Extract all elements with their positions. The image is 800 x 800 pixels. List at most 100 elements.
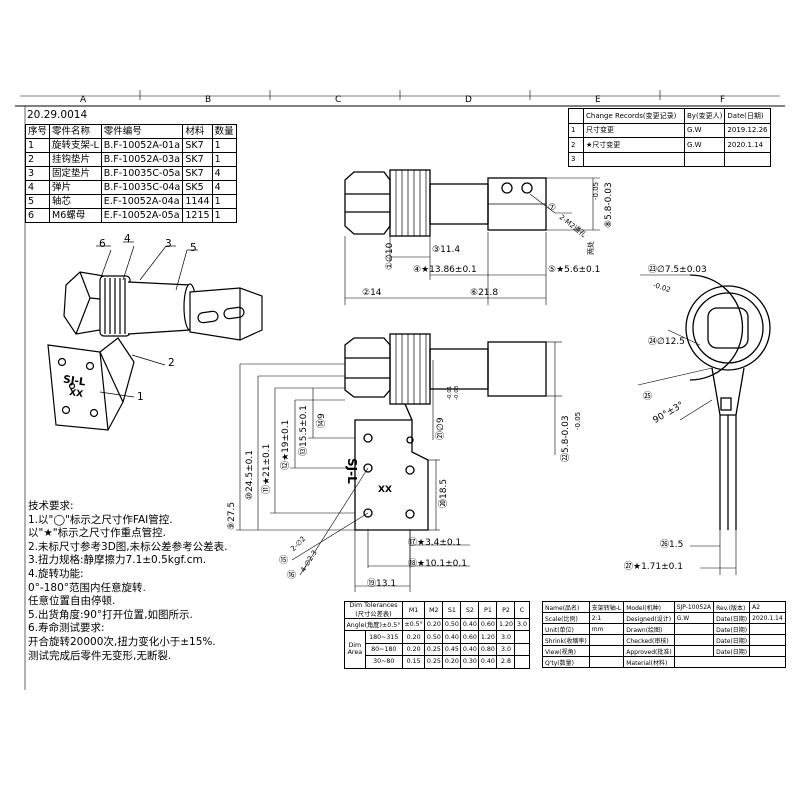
dim-12: ⑫★19±0.1: [281, 419, 291, 470]
callout-1: 1: [137, 391, 144, 403]
change-cell: 尺寸变更: [583, 122, 685, 138]
table-row: Q'ty(数量) Material(材料): [542, 656, 786, 668]
tolerance-cell: 0.20: [424, 617, 444, 632]
tolerance-col: S1: [442, 601, 462, 619]
change-cell: 3: [568, 151, 584, 167]
table-row: 30~80 0.15 0.25 0.20 0.30 0.40 2.8: [345, 655, 530, 669]
tolerance-cell: [514, 655, 530, 669]
table-row: Scale(比例) 2:1 Designed(设计) G.W Date(日期) …: [542, 612, 786, 624]
title-block-value: [588, 656, 625, 668]
table-row: Unit(单位) mm Drawn(绘图) Date(日期): [542, 623, 786, 635]
dim-21-tol-lower: -0.03: [454, 385, 460, 400]
dim-4: ④★13.86±0.1: [413, 265, 477, 275]
top-view: [344, 169, 600, 305]
title-block-value: [588, 645, 625, 657]
tolerance-title-sub: (尺寸公差表): [355, 611, 392, 618]
tolerance-cell: 80~180: [364, 642, 403, 657]
dim-22-tol: -0.05: [574, 411, 582, 430]
dim-17: ⑰★3.4±0.1: [408, 538, 462, 548]
bom-cell: 3: [24, 166, 51, 181]
bom-cell: 挂钩垫片: [49, 152, 102, 167]
grid-col-d: D: [465, 95, 472, 105]
dim-24: ㉔∅12.5: [648, 337, 685, 347]
title-block-value: [749, 645, 786, 657]
tolerance-col: P1: [478, 601, 498, 619]
bom-cell: 4: [211, 180, 237, 195]
area-label: Area: [347, 649, 363, 657]
bom-cell: SK7: [182, 138, 213, 153]
tolerance-cell: 3.0: [496, 642, 516, 657]
title-block-label: Q'ty(数量): [542, 656, 590, 668]
front-marking-code: XX: [378, 485, 392, 495]
bom-cell: 轴芯: [49, 194, 102, 209]
grid-col-e: E: [595, 95, 601, 105]
tolerance-cell: 1.20: [496, 617, 516, 632]
note-line: 1.以"◯"标示之尺寸作FAI管控.: [28, 513, 173, 526]
change-cell: G.W: [683, 137, 726, 153]
note-line: 3.扭力规格:静摩擦力7.1±0.5kgf.cm.: [28, 554, 207, 567]
tolerance-cell: 0.20: [401, 642, 426, 657]
grid-col-f: F: [720, 95, 726, 105]
dim-3: ③11.4: [432, 245, 461, 255]
table-row: View(视角) Approved(批准) Date(日期): [542, 645, 786, 657]
callout-4: 4: [124, 233, 131, 245]
note-line: 开合旋转20000次,扭力变化小于±15%.: [28, 635, 216, 648]
tolerance-cell: 0.30: [460, 655, 480, 669]
title-block-value: [749, 634, 786, 646]
dim-25: ㉕: [643, 392, 653, 402]
dim-13: ⑬15.5±0.1: [299, 405, 309, 456]
title-block-label: Unit(单位): [542, 623, 590, 635]
dim-8-tol: -0.05: [592, 181, 600, 200]
note-line: 4.旋转功能:: [28, 567, 84, 580]
grid-col-a: A: [80, 95, 87, 105]
bom-cell: 弹片: [49, 180, 102, 195]
tolerance-cell: 0.20: [401, 630, 426, 644]
dim-19: ⑲13.1: [367, 579, 397, 589]
title-block-value: mm: [588, 623, 625, 635]
dim-21-tol-upper: -0.01: [447, 385, 453, 400]
note-line: 6.寿命测试要求:: [28, 622, 105, 635]
bom-cell: 1144: [182, 194, 213, 209]
tolerance-col: S2: [460, 601, 480, 619]
change-header-cell: Date(日期): [724, 108, 771, 124]
title-block-label: Model(机种): [623, 601, 675, 613]
callout-3: 3: [165, 238, 172, 250]
title-block-label: View(视角): [542, 645, 590, 657]
tolerance-cell: 0.25: [424, 655, 444, 669]
bom-cell: 4: [24, 180, 51, 195]
title-block-label: Approved(批准): [623, 645, 675, 657]
tolerance-cell: 0.45: [442, 642, 462, 657]
tolerance-cell: 0.20: [442, 655, 462, 669]
tolerance-cell: 180~315: [364, 630, 403, 644]
front-view: [236, 333, 562, 592]
dim-8-note: 两处: [587, 241, 595, 255]
iso-marking-brand: SJ-L: [62, 373, 87, 389]
change-header-cell: [568, 108, 584, 124]
change-cell: ★尺寸变更: [583, 137, 685, 153]
title-block-label: Drawn(绘图): [623, 623, 675, 635]
tolerance-cell: 0.60: [478, 617, 498, 632]
dim-5: ⑤★5.6±0.1: [548, 265, 601, 275]
side-view: [637, 274, 771, 575]
bom-cell: SK7: [182, 152, 213, 167]
note-line: 以"★"标示之尺寸作重点管控.: [28, 527, 166, 540]
dim-6: ⑥21.8: [470, 288, 499, 298]
tolerance-title: Dim Tolerances(尺寸公差表): [344, 601, 403, 619]
front-marking-brand: SJ-L: [345, 458, 359, 484]
dim-26: ㉖1.5: [660, 540, 684, 550]
bom-cell: 1: [211, 138, 237, 153]
dim-27: ㉗★1.71±0.1: [624, 562, 683, 572]
bom-cell: SK7: [182, 166, 213, 181]
change-cell: 1: [568, 122, 584, 138]
title-block-value: 2:1: [588, 612, 625, 624]
table-row: Angle(角度)±0.5° ±0.5° 0.20 0.50 0.40 0.60…: [344, 617, 530, 632]
note-title: 技术要求:: [28, 500, 74, 512]
tolerance-cell: 1.20: [478, 630, 498, 644]
tolerance-cell: 0.40: [442, 630, 462, 644]
title-block-label: Scale(比例): [542, 612, 590, 624]
change-header-cell: By(变更人): [683, 108, 726, 124]
